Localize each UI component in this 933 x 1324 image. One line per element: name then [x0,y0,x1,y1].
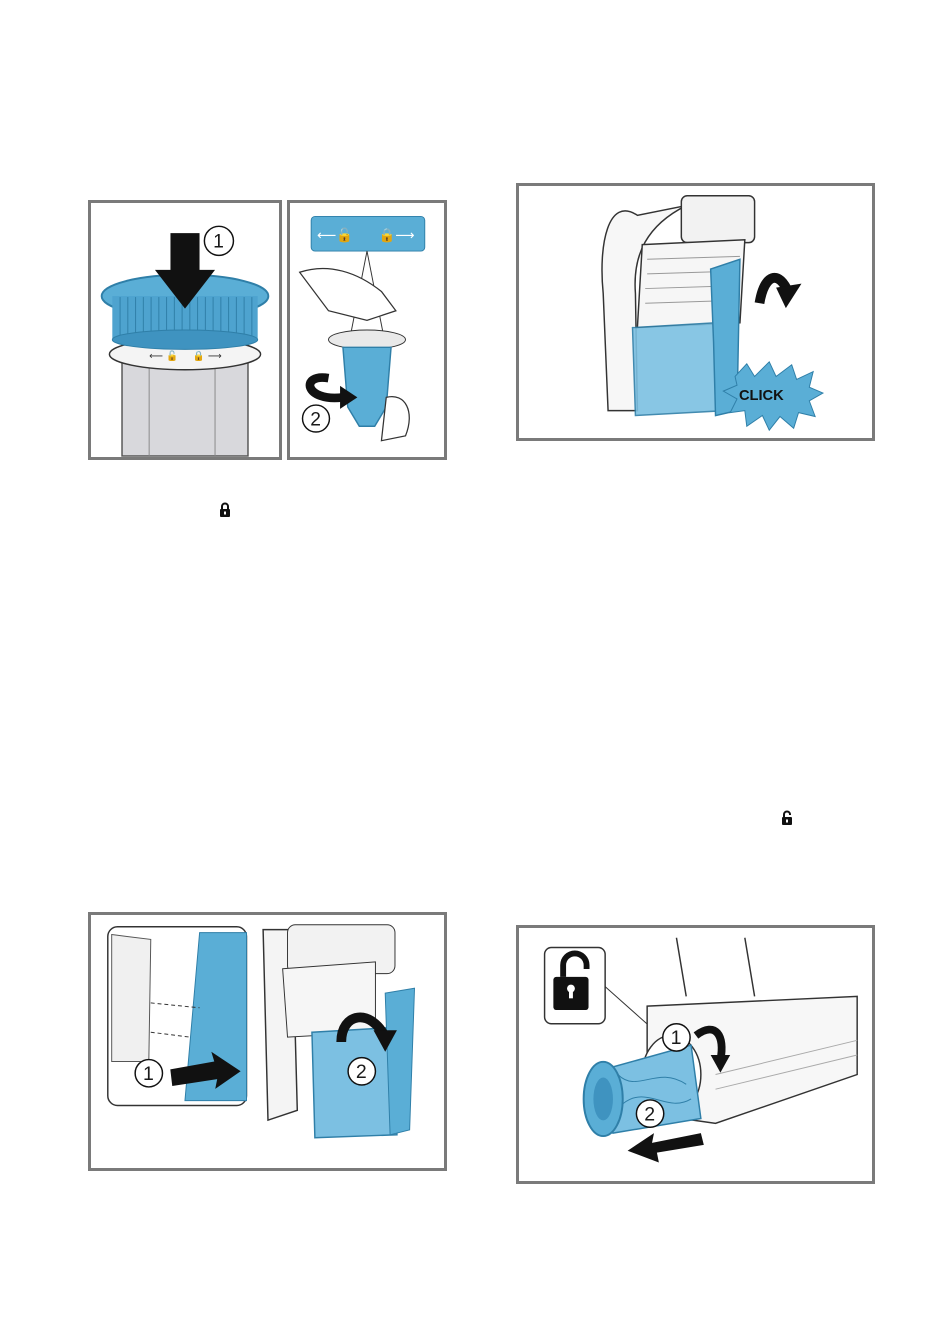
svg-text:🔒⟶: 🔒⟶ [379,228,415,244]
figure-filter-insert: ⟵ 🔓 🔒 ⟶ 1 [88,200,282,460]
step-number-1: 1 [143,1063,154,1085]
figure-brush-roll-remove: 1 2 [516,925,875,1184]
container-click-illustration: CLICK [519,186,872,438]
svg-text:🔒 ⟶: 🔒 ⟶ [193,350,222,362]
filter-insert-illustration: ⟵ 🔓 🔒 ⟶ 1 [91,203,279,457]
lock-closed-icon [219,502,231,518]
figure-filter-twist: ⟵🔓 🔒⟶ 2 [287,200,447,460]
step-number-2: 2 [644,1103,655,1125]
container-insert-illustration: 1 2 [91,915,444,1168]
brush-roll-illustration: 1 2 [519,928,872,1181]
click-label: CLICK [739,388,784,404]
figure-container-insert: 1 2 [88,912,447,1171]
step-number-1: 1 [671,1027,682,1049]
step-number-2: 2 [356,1061,367,1083]
step-number-1: 1 [213,231,224,253]
svg-text:⟵🔓: ⟵🔓 [317,227,353,244]
step-number-2: 2 [310,409,321,430]
figure-container-click: CLICK [516,183,875,441]
lock-open-icon [781,810,793,826]
svg-text:⟵ 🔓: ⟵ 🔓 [149,350,178,362]
filter-twist-illustration: ⟵🔓 🔒⟶ 2 [290,203,444,457]
